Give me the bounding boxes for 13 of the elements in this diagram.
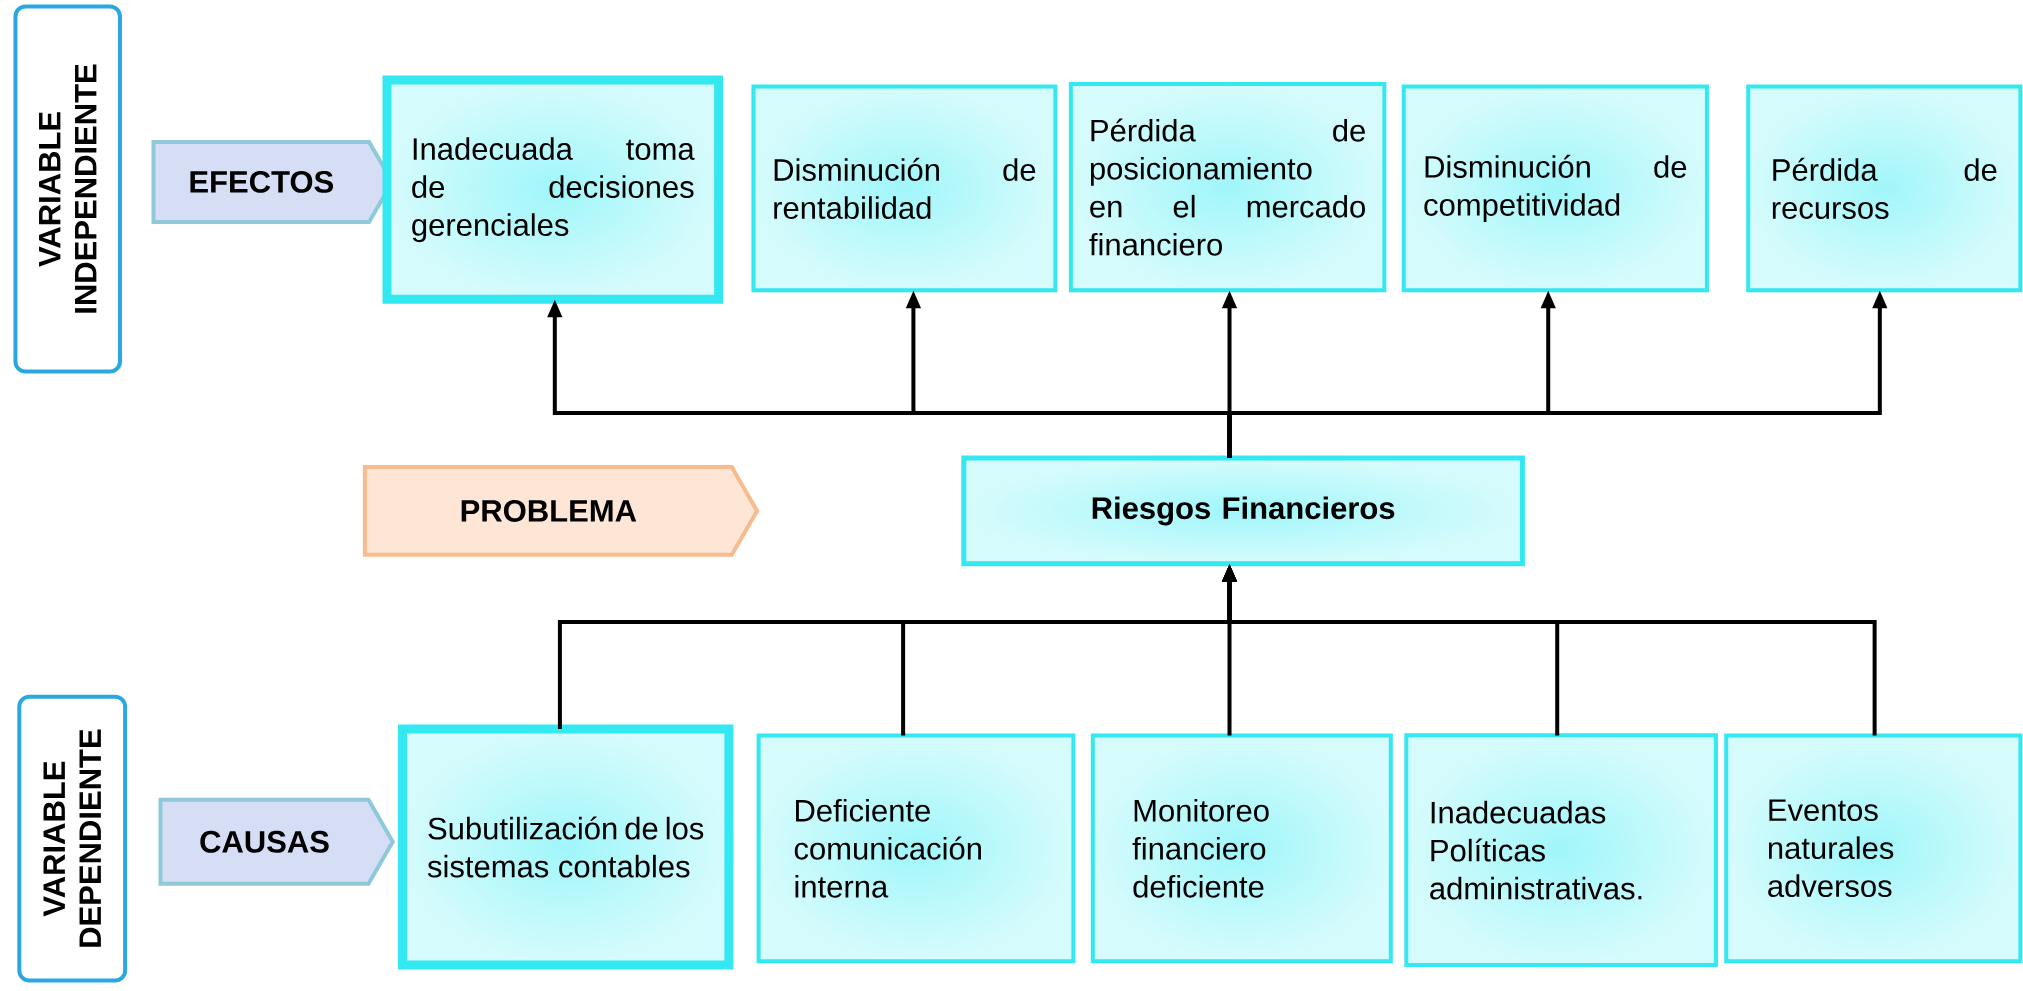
- text-box: Disminución de rentabilidad: [751, 84, 1058, 293]
- text-box: Eventos naturales adversos: [1724, 733, 2023, 964]
- text-box: Pérdida de recursos: [1746, 84, 2023, 293]
- text-box: Pérdida de posicionamiento en el mercado financiero: [1068, 81, 1387, 293]
- text-box: Inadecuadas Políticas administrativas.: [1404, 733, 1718, 968]
- text-box: Disminución de competitividad: [1401, 84, 1709, 293]
- text-box: Inadecuada toma de decisiones gerenciales: [382, 75, 724, 304]
- text-box: Deficiente comunicación interna: [756, 733, 1076, 964]
- problem-box: Riesgos Financieros: [961, 455, 1525, 567]
- text-box: Monitoreo financiero deficiente: [1090, 733, 1393, 964]
- variable-label: VARIABLE DEPENDIENTE: [17, 694, 128, 983]
- variable-label: VARIABLE INDEPENDIENTE: [13, 4, 122, 374]
- text-box: Subutilización de los sistemas contables: [398, 724, 734, 970]
